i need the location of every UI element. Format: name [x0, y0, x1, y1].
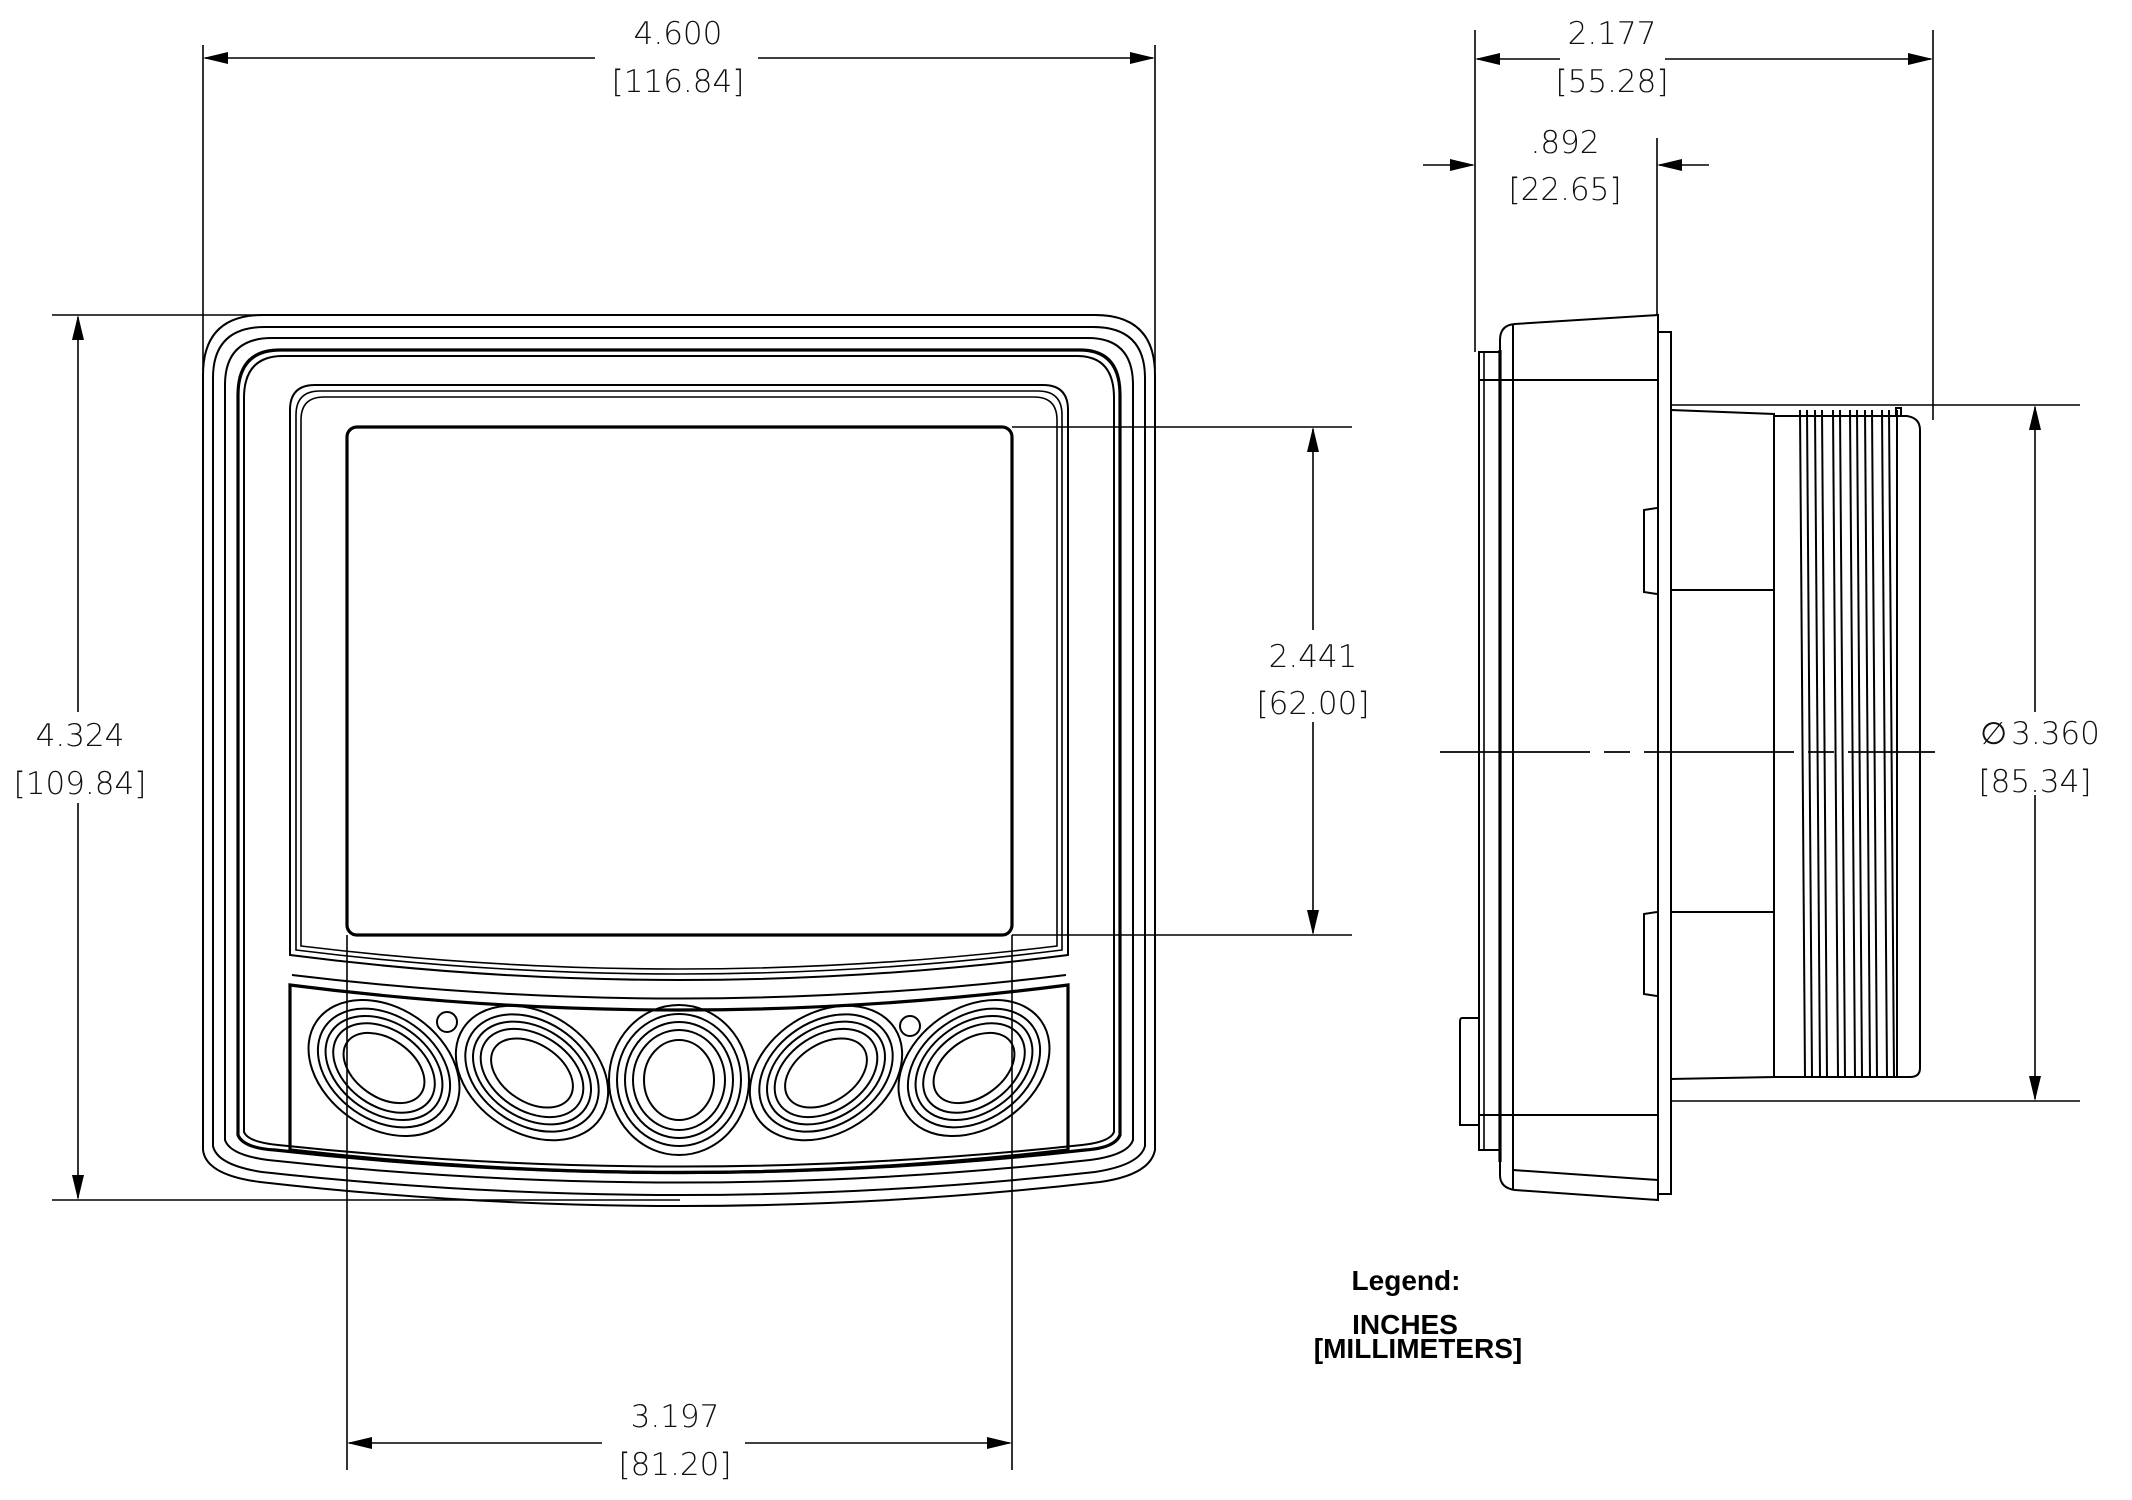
bezel-inner — [236, 348, 1122, 1175]
dimension-screen-width: 3.197 [81.20] — [346, 935, 1013, 1483]
dimension-mount-diameter: ∅3.360 [85.34] — [1671, 404, 2100, 1102]
legend-primary-unit: INCHES — [1352, 1309, 1458, 1340]
legend-secondary-unit: [MILLIMETERS] — [1314, 1333, 1522, 1364]
dim-depth-inches: 2.177 — [1568, 16, 1657, 52]
dim-screen-height-mm: [62.00] — [1257, 686, 1370, 722]
keypad-buttons — [282, 972, 1075, 1168]
side-body — [1499, 313, 1659, 1202]
legend-title: Legend: — [1352, 1265, 1461, 1296]
dim-height-mm: [109.84] — [14, 766, 147, 802]
dim-depth-mm: [55.28] — [1556, 64, 1669, 100]
dim-height-inches: 4.324 — [36, 718, 125, 754]
button-1[interactable] — [282, 972, 485, 1164]
dim-screen-width-inches: 3.197 — [631, 1399, 720, 1435]
button-4[interactable] — [725, 978, 928, 1168]
face-plate-inner — [295, 390, 1063, 975]
side-threads — [1799, 407, 1902, 1078]
indicator-led-left — [436, 1011, 458, 1033]
bezel-inner-2 — [243, 355, 1115, 1168]
legend: Legend: INCHES [MILLIMETERS] — [1314, 1265, 1522, 1364]
indicator-led-right — [899, 1015, 921, 1037]
dimension-bezel-depth: .892 [22.65] — [1423, 125, 1709, 315]
dimension-overall-depth: 2.177 [55.28] — [1474, 16, 1934, 420]
side-body-bottom-chamfer — [1512, 1169, 1659, 1181]
button-5[interactable] — [872, 972, 1075, 1164]
dim-width-mm: [116.84] — [612, 64, 745, 100]
dim-diameter-mm: [85.34] — [1979, 764, 2092, 800]
dim-diameter-inches: ∅3.360 — [1980, 716, 2100, 752]
side-clip-bottom — [1643, 911, 1658, 997]
front-view — [202, 314, 1156, 1207]
dim-bezel-depth-mm: [22.65] — [1509, 172, 1622, 208]
side-clip-top — [1643, 507, 1658, 595]
side-flange — [1657, 331, 1672, 1195]
dimension-overall-height: 4.324 [109.84] — [14, 314, 680, 1201]
dim-screen-width-mm: [81.20] — [619, 1447, 732, 1483]
dimension-overall-width: 4.600 [116.84] — [202, 16, 1156, 370]
bezel-ring — [224, 337, 1134, 1184]
button-3[interactable] — [608, 1004, 750, 1156]
bezel-outer — [202, 314, 1156, 1207]
diameter-symbol-icon: ∅ — [1980, 716, 2007, 752]
keypad-panel-lip — [291, 974, 1067, 1000]
display-screen — [345, 425, 1014, 937]
side-front-lip — [1478, 351, 1501, 1151]
keypad-panel — [288, 983, 1070, 1175]
dim-bezel-depth-inches: .892 — [1530, 125, 1599, 161]
face-plate-inner-2 — [300, 396, 1058, 970]
face-plate-outer — [289, 384, 1069, 981]
button-2[interactable] — [431, 978, 634, 1168]
side-connector — [1459, 1017, 1478, 1126]
bezel-outer-2 — [212, 326, 1146, 1196]
dim-width-inches: 4.600 — [634, 16, 723, 52]
side-threaded-collar — [1774, 415, 1921, 1078]
side-rear-housing — [1670, 408, 1775, 1081]
dimension-screen-height: 2.441 [62.00] — [1012, 426, 1370, 936]
dim-screen-height-inches: 2.441 — [1269, 639, 1358, 675]
side-view — [1440, 313, 1935, 1202]
